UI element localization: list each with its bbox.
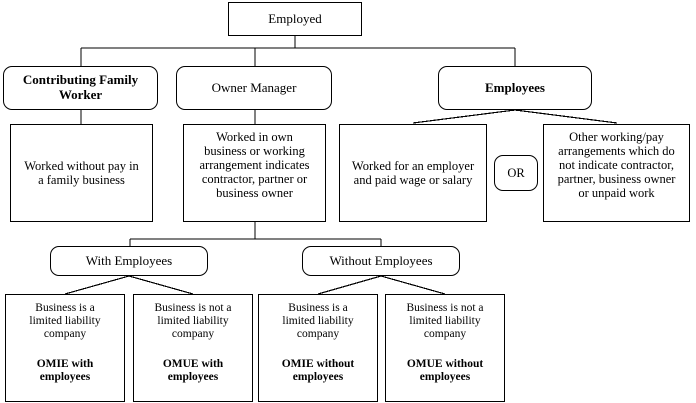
or-connector-label: OR [507,166,525,180]
node-contributing-family-worker: Contributing Family Worker [3,66,158,110]
node-owner-manager-definition: Worked in own business or working arrang… [183,124,326,222]
node-cfw-definition: Worked without pay in a family business [10,124,153,222]
omie-without-code-line-2: employees [292,370,344,383]
node-employed-label: Employed [268,10,322,26]
om-definition-line-2: business or working [204,144,305,158]
node-with-employees: With Employees [50,246,208,276]
omue-without-desc-line-3: company [423,327,467,340]
node-without-employees: Without Employees [302,246,460,276]
omie-with-code-line-1: OMIE with [36,357,94,370]
cfw-definition-line-2: a family business [38,173,125,187]
omue-with-desc-line-2: limited liability [157,314,229,327]
cfw-definition-line-1: Worked without pay in [24,159,139,173]
omue-without-desc-line-1: Business is not a [406,302,484,314]
node-owner-manager-label: Owner Manager [211,79,297,95]
node-employees: Employees [438,66,592,110]
node-with-employees-label: With Employees [85,252,173,268]
node-employee-definition-wage: Worked for an employer and paid wage or … [339,124,487,222]
employee-definition-wage-line-1: Worked for an employer [351,159,475,173]
omue-with-code-line-2: employees [167,370,219,383]
omue-without-code-line-1: OMUE without [406,357,484,370]
node-omue-with-employees: Business is not a limited liability comp… [133,294,253,402]
omue-with-desc-line-1: Business is not a [154,302,232,314]
node-employee-definition-other: Other working/pay arrangements which do … [543,124,690,222]
employee-definition-wage-line-2: and paid wage or salary [353,173,473,187]
omie-without-desc-line-1: Business is a [288,302,348,314]
om-definition-line-5: business owner [216,186,293,200]
omie-with-desc-line-2: limited liability [29,314,101,327]
employee-definition-other-line-4: partner, business owner [557,172,676,186]
node-or-connector: OR [494,155,538,191]
omie-with-desc-line-1: Business is a [35,302,95,314]
om-definition-line-1: Worked in own [216,130,293,144]
omue-with-desc-line-3: company [171,327,215,340]
om-definition-line-4: contractor, partner or [201,172,308,186]
omue-with-code-line-1: OMUE with [162,357,224,370]
employee-definition-other-line-2: arrangements which do [558,144,675,158]
node-employed: Employed [228,2,362,36]
node-employees-label: Employees [485,79,545,95]
node-contributing-family-worker-label: Contributing Family Worker [22,72,139,102]
node-without-employees-label: Without Employees [329,252,433,268]
omue-without-code-line-2: employees [419,370,471,383]
employee-definition-other-line-1: Other working/pay [569,130,664,144]
omie-without-desc-line-2: limited liability [282,314,354,327]
om-definition-line-3: arrangement indicates [199,158,310,172]
omie-without-desc-line-3: company [296,327,340,340]
employee-definition-other-line-3: not indicate contractor, [558,158,675,172]
node-owner-manager: Owner Manager [176,66,332,110]
omie-with-code-line-2: employees [39,370,91,383]
node-omie-without-employees: Business is a limited liability company … [258,294,378,402]
employee-definition-other-line-5: or unpaid work [578,186,655,200]
omue-without-desc-line-2: limited liability [409,314,481,327]
omie-with-desc-line-3: company [43,327,87,340]
node-omue-without-employees: Business is not a limited liability comp… [385,294,505,402]
node-omie-with-employees: Business is a limited liability company … [5,294,125,402]
omie-without-code-line-1: OMIE without [281,357,355,370]
